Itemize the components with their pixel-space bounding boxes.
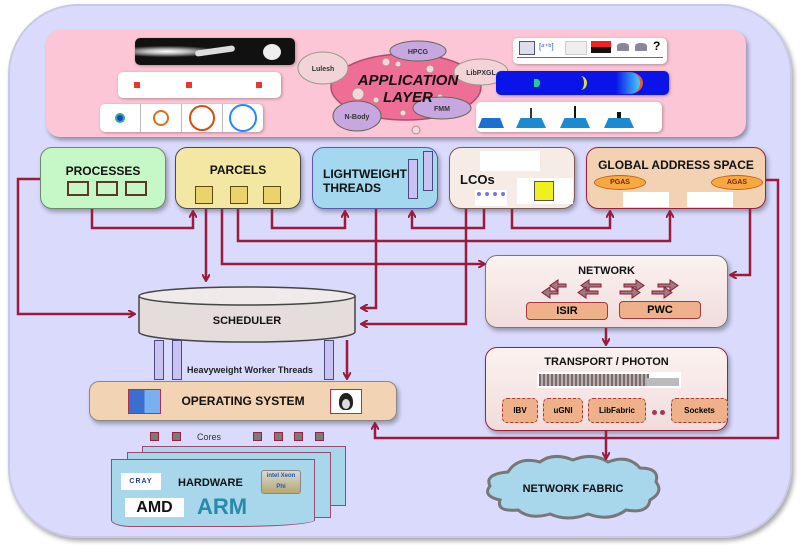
- front-propagation-thumbnail: [496, 71, 669, 95]
- lcos-title: LCOs: [460, 172, 495, 187]
- bubble: [351, 87, 365, 101]
- global-address-space-box: GLOBAL ADDRESS SPACE PGAS AGAS: [586, 147, 766, 209]
- network-title: NETWORK: [578, 265, 635, 277]
- lightweight-threads-title: LIGHTWEIGHT THREADS: [323, 167, 407, 195]
- application-layer-panel: Lulesh HPCG LibPXGL N-Body FMM APPLICATI…: [46, 30, 746, 137]
- intel-xeon-phi-logo: intel Xeon Phi: [261, 470, 301, 494]
- bubble: [372, 96, 380, 104]
- core-icon: [253, 432, 262, 441]
- stencil-thumbnail: [118, 72, 281, 98]
- process-icon: [125, 181, 147, 196]
- agas-label: AGAS: [726, 179, 748, 186]
- core-icon: [315, 432, 324, 441]
- app-label: FMM: [434, 106, 450, 113]
- mesh-thumbnail: [476, 102, 662, 132]
- parcel-cube-icon: [195, 186, 213, 204]
- cores-label: Cores: [197, 432, 222, 442]
- agas-cloud: AGAS: [711, 175, 763, 190]
- wave-thumbnail: [100, 104, 263, 132]
- timeline-thumbnail: [ᵃ⁺ᵇ] ?: [513, 38, 667, 64]
- transport-box: TRANSPORT / PHOTON IBV uGNI LibFabric So…: [485, 347, 728, 431]
- app-label: HPCG: [408, 49, 429, 56]
- isir-component: ISIR: [526, 302, 608, 320]
- parcels-box: PARCELS: [175, 147, 301, 209]
- pgas-label: PGAS: [610, 179, 630, 186]
- bubble: [425, 64, 435, 74]
- operating-system-box: OPERATING SYSTEM: [89, 381, 397, 421]
- network-fabric-title: NETWORK FABRIC: [523, 483, 624, 495]
- processes-box: PROCESSES: [40, 147, 166, 209]
- bubble: [394, 60, 402, 68]
- left-arrow-icon: [549, 279, 567, 292]
- worker-thread-icon: [172, 340, 182, 380]
- arm-logo: ARM: [197, 494, 248, 519]
- worker-threads-label: Heavyweight Worker Threads: [187, 365, 313, 375]
- backend-libfabric: LibFabric: [588, 398, 646, 423]
- hardware-title: HARDWARE: [178, 477, 243, 489]
- simulation-thumbnail-1: [135, 38, 295, 65]
- process-icon: [67, 181, 89, 196]
- amd-logo: AMD: [125, 498, 184, 517]
- title-line: LIGHTWEIGHT: [323, 167, 407, 181]
- app-bubble-nbody: [332, 100, 382, 132]
- ellipsis-dot: [652, 410, 657, 415]
- app-label: Lulesh: [312, 66, 335, 73]
- thread-icon: [423, 151, 433, 191]
- core-icon: [172, 432, 181, 441]
- future-thumbnail: [517, 178, 573, 204]
- mac-os-icon: [128, 389, 161, 414]
- right-arrow-icon: [651, 286, 673, 299]
- parcel-cube-icon: [230, 186, 248, 204]
- scheduler-cylinder: SCHEDULER: [138, 286, 356, 343]
- core-icon: [294, 432, 303, 441]
- bubble: [381, 57, 391, 67]
- backend-sockets: Sockets: [671, 398, 728, 423]
- worker-thread-icon: [324, 340, 334, 380]
- logic-gate-thumbnail: [480, 151, 540, 171]
- backend-ugni: uGNI: [543, 398, 583, 423]
- bubble: [411, 125, 421, 135]
- lcos-box: LCOs: [449, 147, 575, 209]
- thread-icon: [408, 159, 418, 199]
- app-label: N-Body: [345, 114, 370, 121]
- application-layer-title: APPLICATION: [357, 72, 460, 89]
- core-icon: [150, 432, 159, 441]
- scheduler-title: SCHEDULER: [213, 315, 282, 327]
- worker-thread-icon: [154, 340, 164, 380]
- app-bubble-fmm: [412, 96, 472, 120]
- linux-tux-icon: [330, 389, 362, 414]
- message-arrows: [541, 279, 679, 299]
- app-bubble-lulesh: [297, 51, 349, 85]
- operating-system-title: OPERATING SYSTEM: [181, 394, 305, 408]
- ellipsis-dot: [660, 410, 665, 415]
- title-line: THREADS: [323, 181, 382, 195]
- transport-title: TRANSPORT / PHOTON: [544, 356, 669, 368]
- photon-trace-thumbnail: [537, 372, 681, 388]
- parcels-title: PARCELS: [209, 163, 267, 177]
- pgas-cloud: PGAS: [594, 175, 646, 190]
- hardware-card-front: CRAY HARDWARE AMD ARM intel Xeon Phi: [111, 459, 315, 527]
- pgas-diagram-thumbnail: [623, 192, 669, 207]
- core-icon: [274, 432, 283, 441]
- lightweight-threads-box: LIGHTWEIGHT THREADS: [312, 147, 438, 209]
- global-address-space-title: GLOBAL ADDRESS SPACE: [598, 158, 754, 172]
- dataflow-thumbnail: [475, 190, 507, 206]
- app-bubble-hpcg: [389, 40, 447, 62]
- network-box: NETWORK ISIR PWC: [485, 255, 728, 328]
- cray-logo: CRAY: [121, 473, 161, 490]
- app-label: LibPXGL: [466, 70, 496, 77]
- bubble: [399, 109, 407, 117]
- pwc-component: PWC: [619, 301, 701, 319]
- processes-title: PROCESSES: [65, 164, 141, 178]
- application-cluster: Lulesh HPCG LibPXGL N-Body FMM APPLICATI…: [297, 40, 509, 135]
- process-icon: [96, 181, 118, 196]
- network-fabric-cloud: NETWORK FABRIC: [486, 455, 661, 520]
- agas-diagram-thumbnail: [687, 192, 733, 207]
- backend-ibv: IBV: [502, 398, 538, 423]
- parcel-cube-icon: [263, 186, 281, 204]
- application-layer-title: LAYER: [383, 89, 433, 106]
